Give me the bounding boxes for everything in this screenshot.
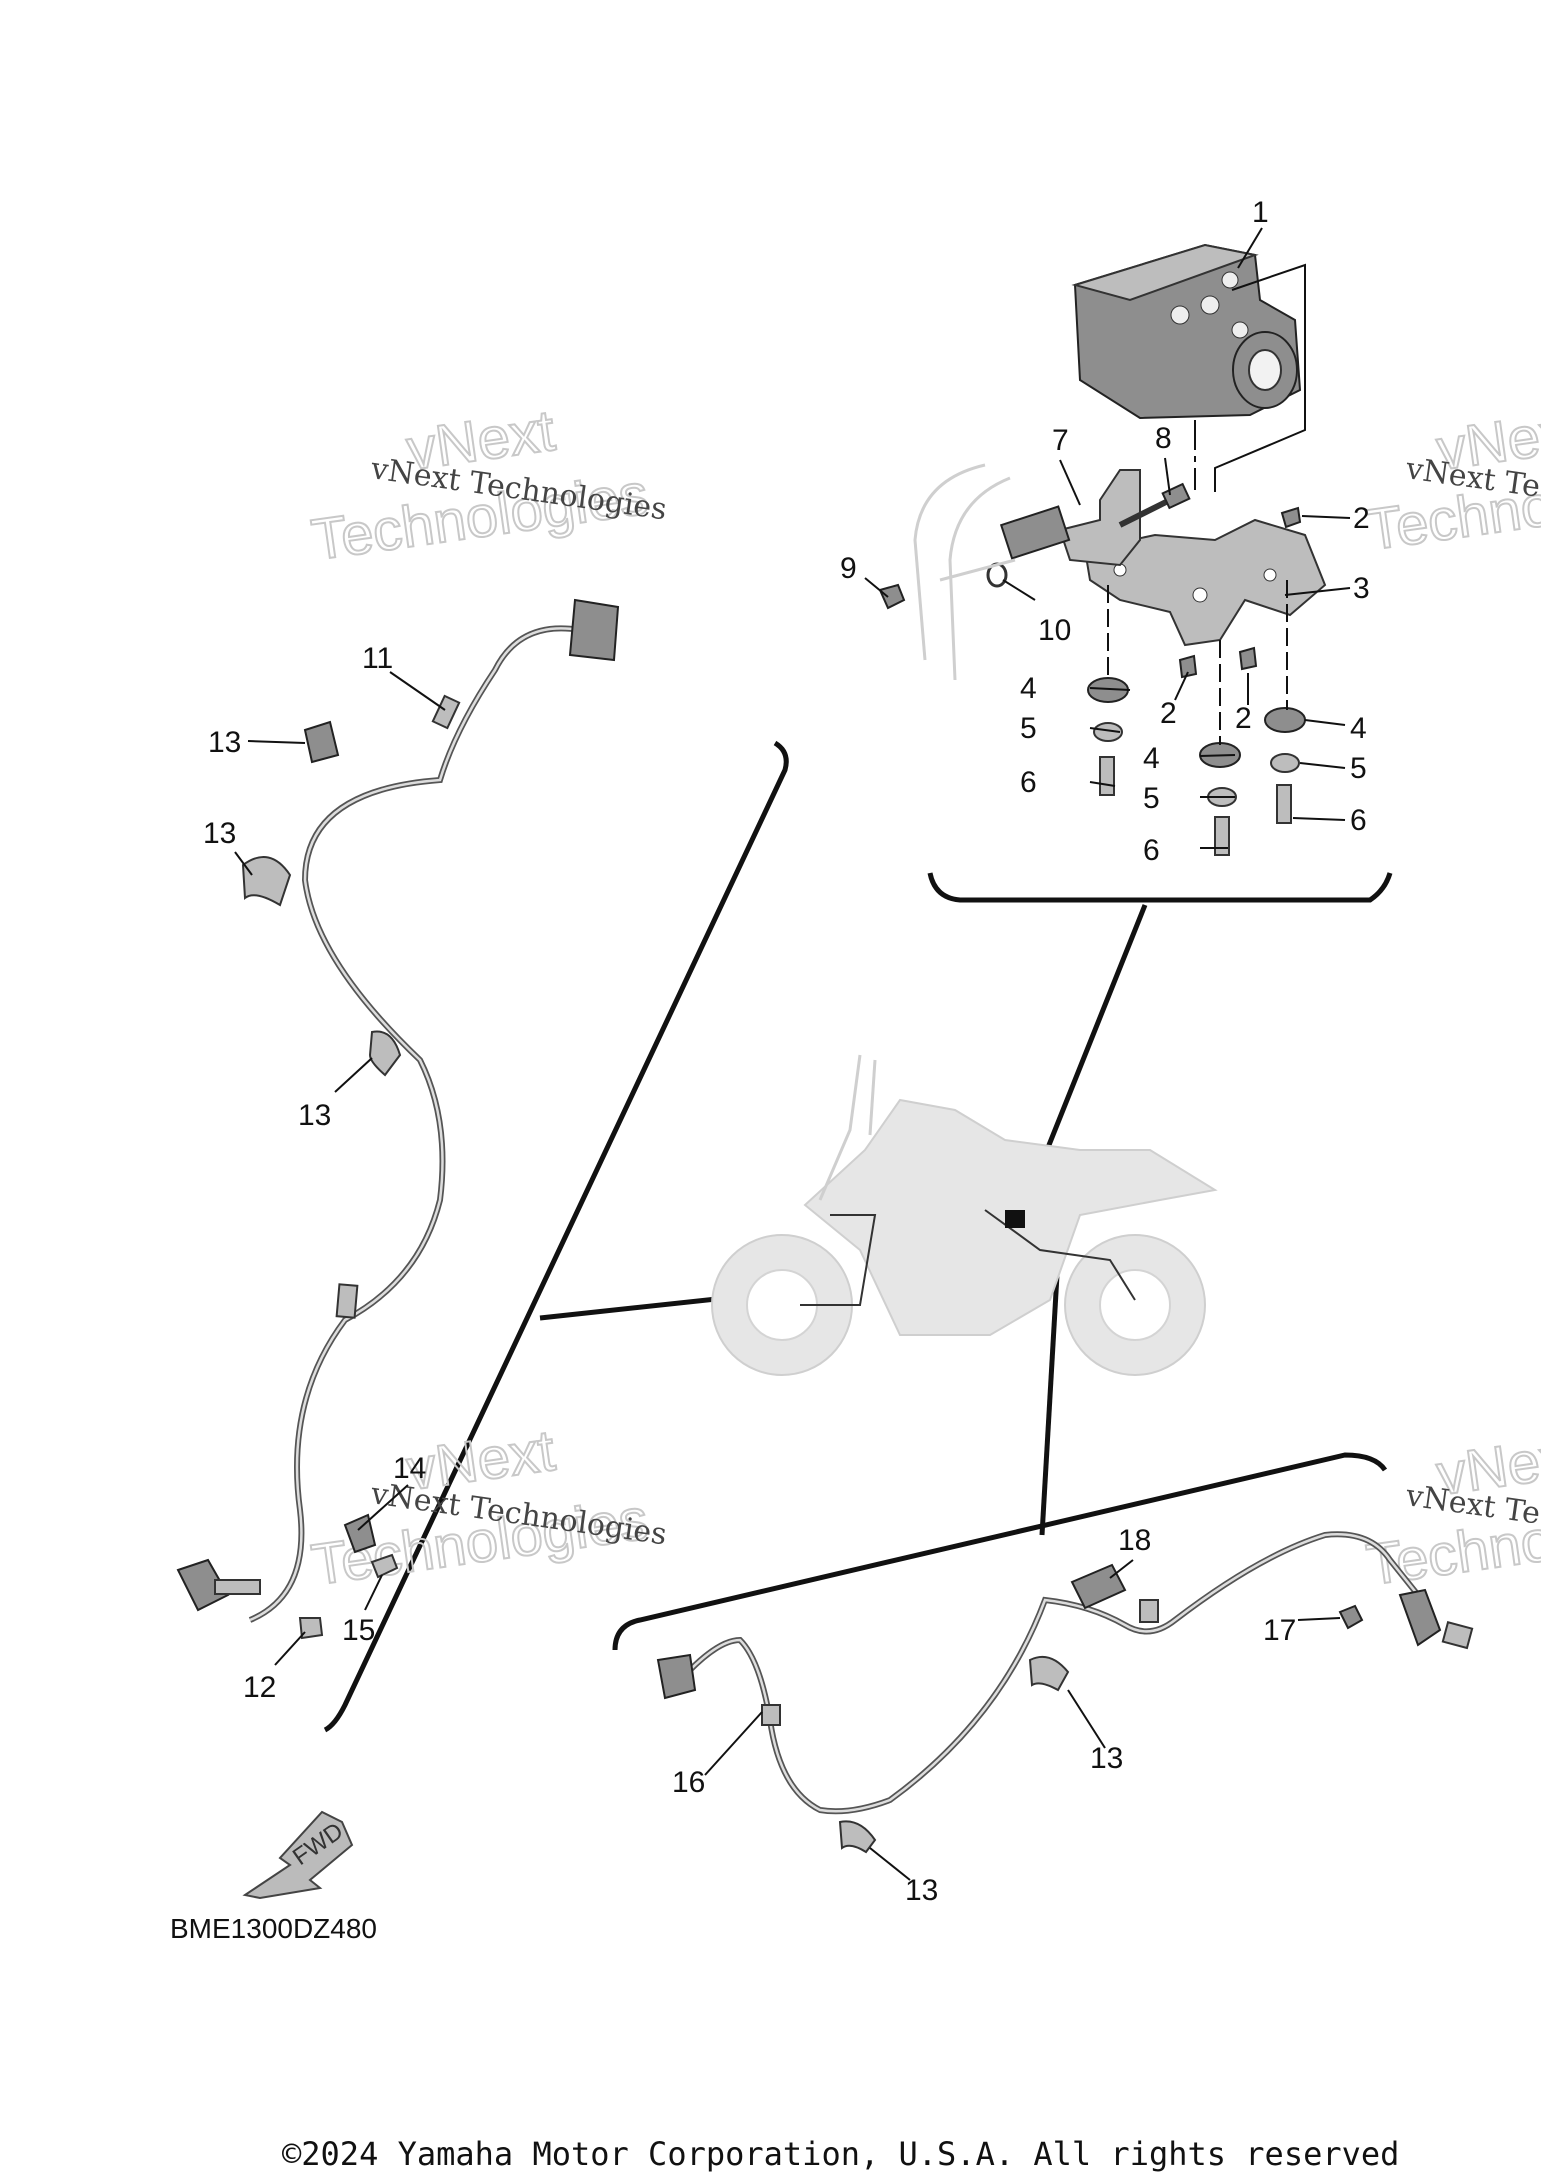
abs-bracket (1083, 518, 1327, 647)
callout-13: 13 (208, 726, 241, 759)
callout-6: 6 (1350, 804, 1367, 837)
callout-13: 13 (905, 1874, 938, 1907)
callout-15: 15 (342, 1614, 375, 1647)
callouts: 1 2 2 2 3 4 4 4 5 5 5 6 6 6 7 8 9 10 11 … (203, 196, 1370, 1907)
watermark-bottom-right: vNext Techno vNext Tec (1362, 1422, 1541, 1599)
rear-sensor-lead-16 (656, 1531, 1474, 1815)
front-bracket-14-bolts-12-15 (298, 1513, 399, 1640)
clamps-13-front (241, 720, 402, 1077)
watermark-bottom-left: vNext Technologies vNext Technologies (307, 1417, 669, 1599)
copyright-notice: ©2024 Yamaha Motor Corporation, U.S.A. A… (282, 2135, 1399, 2173)
callout-18: 18 (1118, 1524, 1151, 1557)
callout-4: 4 (1350, 712, 1367, 745)
callout-14: 14 (393, 1452, 426, 1485)
callout-4: 4 (1020, 672, 1037, 705)
callout-8: 8 (1155, 422, 1172, 455)
callout-2: 2 (1160, 697, 1177, 730)
callout-11: 11 (362, 642, 393, 675)
callout-17: 17 (1263, 1614, 1296, 1647)
bolts-6 (1099, 756, 1292, 856)
callout-7: 7 (1052, 424, 1069, 457)
bolt-9 (878, 583, 906, 610)
handlebar-ghost (913, 463, 1016, 681)
callout-6: 6 (1020, 766, 1037, 799)
callout-5: 5 (1020, 712, 1037, 745)
callout-16: 16 (672, 1766, 705, 1799)
callout-1: 1 (1252, 196, 1269, 229)
callout-3: 3 (1353, 572, 1370, 605)
callout-13: 13 (298, 1099, 331, 1132)
watermark-top-right: vNext Techno vNext Tec (1362, 397, 1541, 564)
callout-5: 5 (1143, 782, 1160, 815)
callout-13: 13 (203, 817, 236, 850)
callout-13: 13 (1090, 1742, 1123, 1775)
forward-arrow: FWD (242, 1810, 354, 1900)
callout-9: 9 (840, 552, 857, 585)
watermark-top-left: vNext Technologies vNext Technologies (307, 397, 669, 574)
clamps-13-rear (838, 1656, 1070, 1854)
callout-5: 5 (1350, 752, 1367, 785)
collars-5 (1093, 722, 1300, 807)
motorcycle-ghost (711, 1054, 1218, 1376)
stay-bracket (999, 469, 1141, 567)
exploded-lines-top (1107, 580, 1288, 745)
callout-12: 12 (243, 1671, 276, 1704)
bolt-17 (1338, 1604, 1364, 1630)
callout-2: 2 (1235, 702, 1252, 735)
screws-2 (1178, 506, 1302, 679)
callout-6: 6 (1143, 834, 1160, 867)
callout-2: 2 (1353, 502, 1370, 535)
dampers-4 (1087, 677, 1306, 768)
abs-hydraulic-unit (1071, 243, 1306, 492)
group-brackets (323, 740, 1393, 1733)
callout-10: 10 (1038, 614, 1071, 647)
callout-4: 4 (1143, 742, 1160, 775)
leader-lines (234, 227, 1351, 1881)
bolt-8 (1118, 482, 1191, 528)
diagram-code: BME1300DZ480 (170, 1913, 377, 1944)
front-sensor-lead-11 (176, 598, 620, 1623)
